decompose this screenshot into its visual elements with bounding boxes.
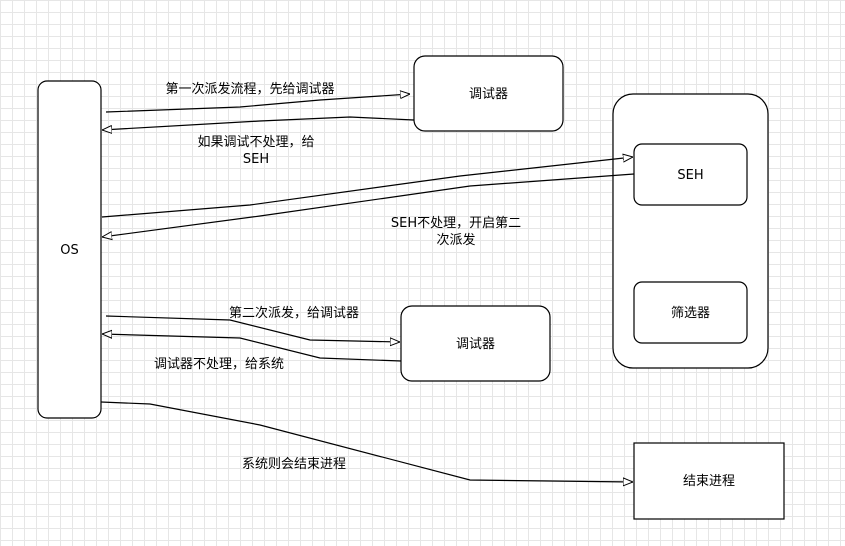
os-node: OS bbox=[37, 80, 102, 419]
edge-debugger-1-to-os bbox=[102, 116, 415, 130]
edge-os-to-debugger-2 bbox=[105, 315, 400, 342]
edge-os-to-seh bbox=[101, 157, 633, 218]
debugger-2-label: 调试器 bbox=[456, 337, 495, 352]
end-process-node: 结束进程 bbox=[633, 442, 785, 520]
edge-label-seh-not-handled-2: 次派发 bbox=[436, 232, 475, 248]
end-process-label: 结束进程 bbox=[683, 474, 735, 489]
debugger-1-label: 调试器 bbox=[469, 87, 508, 102]
edge-os-to-debugger-1 bbox=[105, 94, 410, 113]
seh-node: SEH bbox=[633, 143, 748, 206]
edge-label-debugger-not-handled-system: 调试器不处理，给系统 bbox=[154, 357, 284, 372]
edge-label-first-dispatch: 第一次派发流程，先给调试器 bbox=[165, 81, 334, 97]
edge-label-system-end-process: 系统则会结束进程 bbox=[242, 457, 346, 472]
debugger-node-2: 调试器 bbox=[400, 305, 551, 382]
edge-seh-to-os bbox=[102, 173, 635, 237]
edge-label-seh-not-handled-1: SEH不处理，开启第二 bbox=[391, 216, 521, 231]
seh-label: SEH bbox=[677, 168, 703, 183]
filter-label: 筛选器 bbox=[671, 306, 710, 321]
edge-os-to-end-process bbox=[100, 401, 633, 482]
edge-label-debugger-not-handled-1: 如果调试不处理，给 bbox=[197, 134, 314, 150]
os-label: OS bbox=[60, 243, 78, 258]
debugger-node-1: 调试器 bbox=[413, 55, 564, 132]
edge-debugger-2-to-os bbox=[102, 334, 402, 362]
edge-label-debugger-not-handled-2: SEH bbox=[243, 152, 269, 167]
filter-node: 筛选器 bbox=[633, 281, 748, 344]
edge-label-second-dispatch: 第二次派发，给调试器 bbox=[229, 305, 359, 321]
